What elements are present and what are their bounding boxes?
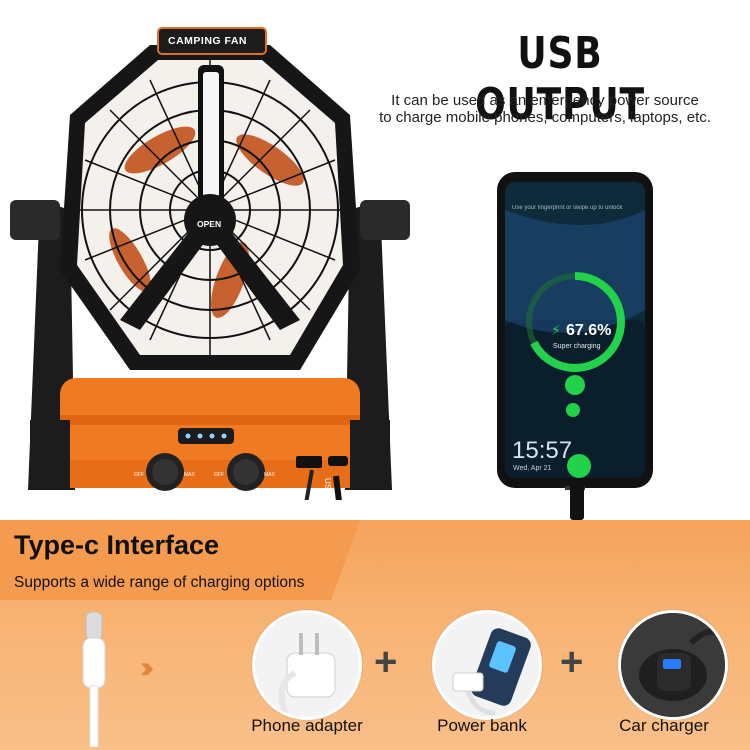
power-bank-image [432, 610, 542, 720]
smartphone-image [497, 172, 653, 490]
phone-date: Wed, Apr 21 [513, 465, 552, 472]
arrows-icon: ››› [140, 651, 154, 684]
type-c-subtitle: Supports a wide range of charging option… [14, 574, 305, 591]
knob-max-left: MAX [184, 472, 195, 478]
type-c-cable-image [82, 612, 106, 747]
bolt-icon: ⚡ [551, 322, 561, 338]
subtitle-line-1: It can be used as an emergency power sou… [391, 92, 699, 109]
type-c-header-bg [0, 520, 360, 600]
usb-dc-port-label: USB DC [323, 478, 332, 509]
camping-fan-image [10, 27, 410, 500]
option-label-power-bank: Power bank [437, 716, 527, 735]
fan-brand-label: CAMPING FAN [168, 35, 247, 47]
knob-off-left: OFF [134, 472, 144, 478]
knob-max-right: MAX [264, 472, 275, 478]
phone-lock-hint: Use your fingerprint or swipe up to unlo… [512, 205, 623, 211]
option-label-car-charger: Car charger [619, 716, 709, 735]
plus-icon: + [374, 640, 398, 684]
type-c-title: Type-c Interface [14, 530, 220, 560]
phone-adapter-image [252, 610, 362, 720]
subtitle-line-2: to charge mobile phones, computers, lapt… [379, 109, 711, 126]
page-title: USB OUTPUT [475, 28, 645, 130]
knob-off-right: OFF [214, 472, 224, 478]
phone-clock: 15:57 [512, 437, 573, 464]
option-label-phone-adapter: Phone adapter [251, 716, 363, 735]
charge-status: Super charging [553, 343, 601, 350]
charge-percent: 67.6% [566, 322, 612, 339]
car-charger-image [618, 610, 728, 720]
page-subtitle: It can be used as an emergency power sou… [350, 92, 740, 126]
fan-open-label: OPEN [197, 219, 222, 229]
plus-icon: + [560, 640, 584, 684]
